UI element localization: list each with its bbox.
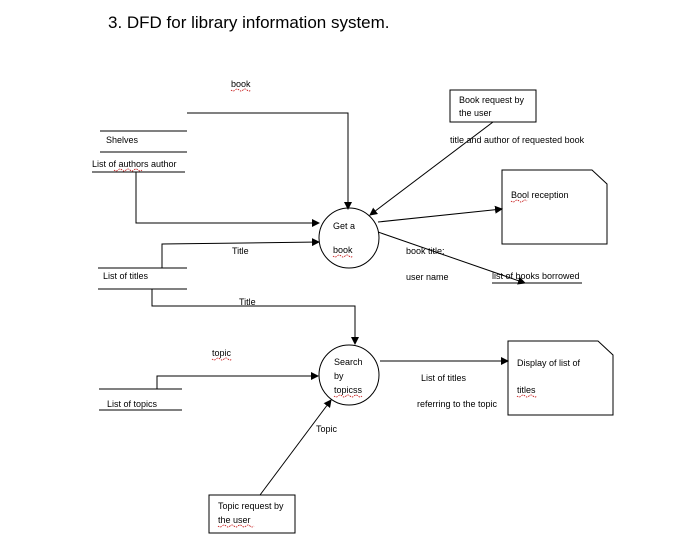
flow-topic-up <box>259 399 332 496</box>
flow-topic-in <box>156 372 319 389</box>
entity-topic-request: Topic request by the user <box>208 494 296 534</box>
flow-label-books-borrowed: list of books borrowed <box>492 271 580 281</box>
process-label-line2: by <box>334 371 344 381</box>
flow-label-book-title: book title; <box>406 246 445 256</box>
flow-authors <box>135 172 320 227</box>
data-store-label: Shelves <box>106 135 139 145</box>
spellcheck-underline <box>113 168 143 172</box>
entity-label-line2: the user <box>218 515 251 525</box>
flow-label-topic-up: Topic <box>316 424 338 434</box>
entity-label-line1: Topic request by <box>218 501 284 511</box>
spellcheck-underline <box>510 199 528 203</box>
process-search-topics: Search by topicss <box>318 344 380 406</box>
entity-label-line2: the user <box>459 108 492 118</box>
entity-book-request: Book request by the user <box>449 89 537 123</box>
flow-label-topic-in: topic <box>212 348 232 358</box>
data-store-list-of-authors: List of authors author <box>92 159 185 173</box>
flow-label-referring-topic: referring to the topic <box>417 399 498 409</box>
process-label-line1: Get a <box>333 221 355 231</box>
process-label-line3: topicss <box>334 385 363 395</box>
data-store-label: List of titles <box>103 271 149 281</box>
process-label-line1: Search <box>334 357 363 367</box>
flow-books-borrowed <box>377 231 526 285</box>
flow-title-down <box>151 289 359 345</box>
flow-label-title-author-request: title and author of requested book <box>450 135 585 145</box>
spellcheck-underline <box>211 357 233 361</box>
page-title: 3. DFD for library information system. <box>108 13 390 32</box>
process-label-line2: book <box>333 245 353 255</box>
flow-label-title-in: Title <box>232 246 249 256</box>
flow-label-title-down: Title <box>239 297 256 307</box>
data-store-label: List of authors author <box>92 159 177 169</box>
entity-label-line2: titles <box>517 385 536 395</box>
flow-title-in <box>161 238 320 268</box>
data-store-list-of-topics: List of topics <box>99 388 182 411</box>
entity-book-reception: Bool reception <box>501 169 608 245</box>
data-store-list-of-titles: List of titles <box>98 267 187 290</box>
spellcheck-underline <box>516 394 538 398</box>
entity-label-line1: Book request by <box>459 95 525 105</box>
data-store-shelves: Shelves <box>100 130 187 153</box>
flow-title-author-request <box>369 121 494 216</box>
spellcheck-underline <box>217 524 255 528</box>
entity-label: Bool reception <box>511 190 569 200</box>
spellcheck-underline <box>333 394 363 398</box>
spellcheck-underline <box>230 88 252 92</box>
entity-display-titles: Display of list of titles <box>507 340 614 416</box>
flow-label-user-name: user name <box>406 272 449 282</box>
flow-label-list-of-titles-out: List of titles <box>421 373 467 383</box>
flow-label-book: book <box>231 79 251 89</box>
data-store-label: List of topics <box>107 399 158 409</box>
process-get-book: Get a book <box>318 207 380 269</box>
spellcheck-underline <box>332 254 354 258</box>
flow-to-book-reception <box>377 205 503 223</box>
flow-book <box>187 112 352 210</box>
entity-label-line1: Display of list of <box>517 358 581 368</box>
